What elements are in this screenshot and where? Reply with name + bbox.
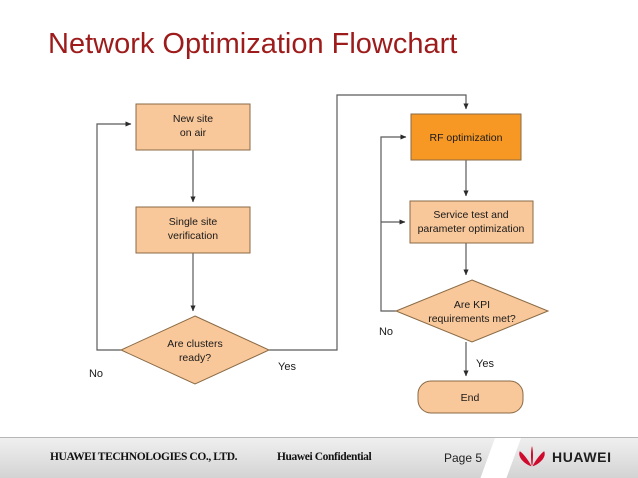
node-end[interactable]: End bbox=[417, 380, 524, 414]
footer-divider-slash bbox=[476, 438, 524, 478]
flowchart-connectors bbox=[96, 94, 469, 377]
node-shape-diamond bbox=[119, 315, 271, 385]
node-label-line1: Are clusters bbox=[167, 338, 222, 350]
node-label-line2: requirements met? bbox=[428, 313, 516, 325]
node-shape-diamond bbox=[394, 279, 550, 343]
node-single-site-verification[interactable]: Single site verification bbox=[135, 206, 251, 254]
footer-page-number: Page 5 bbox=[444, 451, 483, 465]
node-shape-rectangle bbox=[135, 103, 251, 151]
edge-kpi-no-loop bbox=[380, 134, 407, 312]
node-label-line2: ready? bbox=[179, 352, 211, 364]
edge-label-kpi-yes: Yes bbox=[476, 358, 494, 370]
node-label-line1: Single site bbox=[169, 216, 218, 228]
edge-label-kpi-no: No bbox=[379, 326, 393, 338]
footer-confidentiality-notice: Huawei Confidential bbox=[277, 451, 372, 463]
edge-label-clusters-no: No bbox=[89, 368, 103, 380]
node-label-line1: New site bbox=[173, 113, 213, 125]
node-label-line1: Service test and bbox=[433, 209, 508, 221]
node-label-line1: RF optimization bbox=[430, 132, 503, 144]
node-shape-rounded-rectangle bbox=[417, 380, 524, 414]
node-service-test-and-parameter-optimization[interactable]: Service test and parameter optimization bbox=[409, 200, 534, 244]
huawei-logo: HUAWEI bbox=[519, 446, 612, 468]
node-label-line2: verification bbox=[168, 230, 218, 242]
edge-clusters-yes-to-rf bbox=[269, 94, 469, 351]
node-label-line2: parameter optimization bbox=[418, 223, 525, 235]
slide-footer: HUAWEI TECHNOLOGIES CO., LTD. Huawei Con… bbox=[0, 437, 638, 478]
node-shape-rectangle bbox=[410, 113, 522, 161]
flowchart-canvas: New site on air Single site verification… bbox=[89, 94, 550, 414]
node-rf-optimization[interactable]: RF optimization bbox=[410, 113, 522, 161]
edge-label-clusters-yes: Yes bbox=[278, 361, 296, 373]
node-label-line2: on air bbox=[180, 127, 207, 139]
node-label-line1: Are KPI bbox=[454, 299, 490, 311]
node-are-clusters-ready[interactable]: Are clusters ready? bbox=[119, 315, 271, 385]
footer-company-name: HUAWEI TECHNOLOGIES CO., LTD. bbox=[50, 451, 238, 463]
flowchart-nodes: New site on air Single site verification… bbox=[119, 103, 550, 414]
edge-clusters-no-loop bbox=[96, 121, 132, 351]
node-shape-rectangle bbox=[409, 200, 534, 244]
node-label-line1: End bbox=[461, 392, 480, 404]
node-are-kpi-requirements-met[interactable]: Are KPI requirements met? bbox=[394, 279, 550, 343]
node-shape-rectangle bbox=[135, 206, 251, 254]
node-new-site-on-air[interactable]: New site on air bbox=[135, 103, 251, 151]
flowchart-edge-labels: No Yes No Yes bbox=[89, 326, 494, 380]
page-title: Network Optimization Flowchart bbox=[48, 28, 458, 60]
huawei-logo-text: HUAWEI bbox=[552, 449, 612, 465]
huawei-flower-icon bbox=[519, 446, 545, 467]
